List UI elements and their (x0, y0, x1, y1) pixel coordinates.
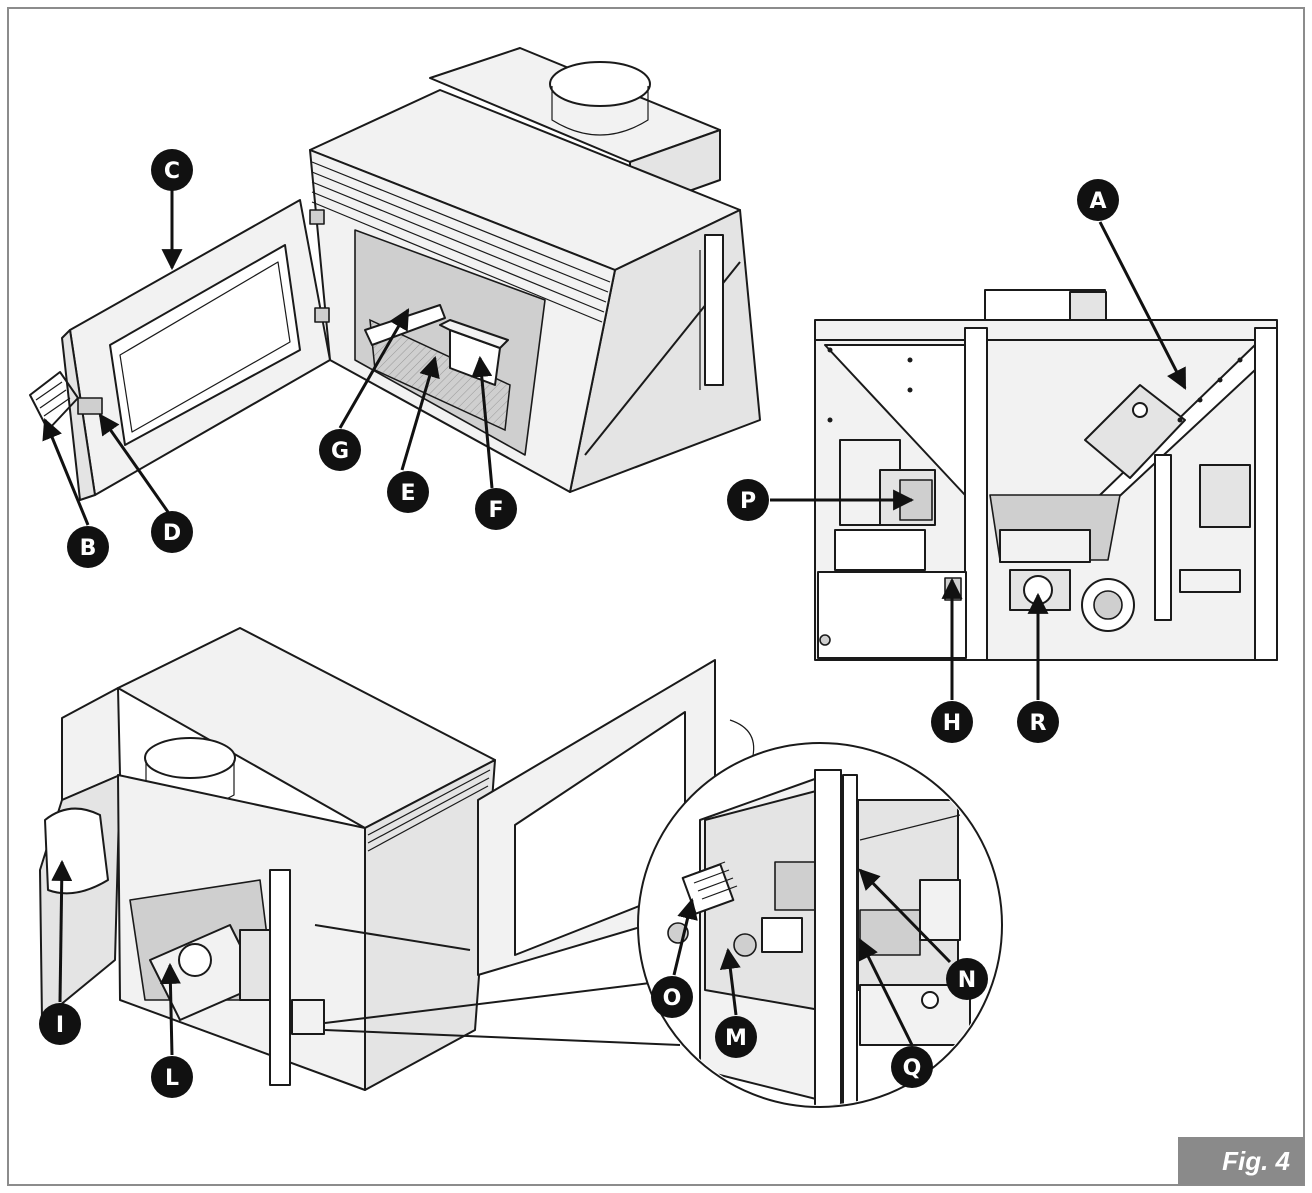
svg-text:H: H (943, 711, 961, 736)
svg-text:E: E (400, 481, 415, 506)
callout-A: A (1077, 179, 1119, 221)
callout-C: C (151, 149, 193, 191)
svg-text:Fig. 4: Fig. 4 (1222, 1146, 1290, 1176)
svg-text:R: R (1030, 711, 1047, 736)
callout-H: H (931, 701, 973, 743)
svg-text:Q: Q (903, 1056, 922, 1081)
detail-zoom (324, 742, 1003, 1108)
view-front-open-door (29, 47, 761, 501)
svg-text:L: L (165, 1066, 179, 1091)
callout-Q: Q (891, 1046, 933, 1088)
callout-G: G (319, 429, 361, 471)
callout-F: F (475, 488, 517, 530)
callout-L: L (151, 1056, 193, 1098)
callout-P: P (727, 479, 769, 521)
figure-caption: Fig. 4 (1178, 1137, 1304, 1185)
callout-arrows (42, 190, 1187, 1056)
callout-N: N (946, 958, 988, 1000)
svg-text:D: D (163, 521, 181, 546)
svg-text:F: F (488, 498, 503, 523)
svg-text:M: M (725, 1026, 747, 1051)
svg-text:P: P (740, 489, 756, 514)
svg-text:N: N (958, 968, 976, 993)
svg-text:I: I (56, 1013, 64, 1038)
callout-B: B (67, 526, 109, 568)
callout-I: I (39, 1003, 81, 1045)
svg-text:G: G (331, 439, 349, 464)
svg-text:O: O (663, 986, 682, 1011)
svg-text:A: A (1089, 189, 1106, 214)
callout-D: D (151, 511, 193, 553)
callout-R: R (1017, 701, 1059, 743)
callout-M: M (715, 1016, 757, 1058)
view-side-hopper (814, 289, 1278, 661)
svg-text:C: C (164, 159, 180, 184)
callout-O: O (651, 976, 693, 1018)
callout-E: E (387, 471, 429, 513)
svg-text:B: B (80, 536, 97, 561)
